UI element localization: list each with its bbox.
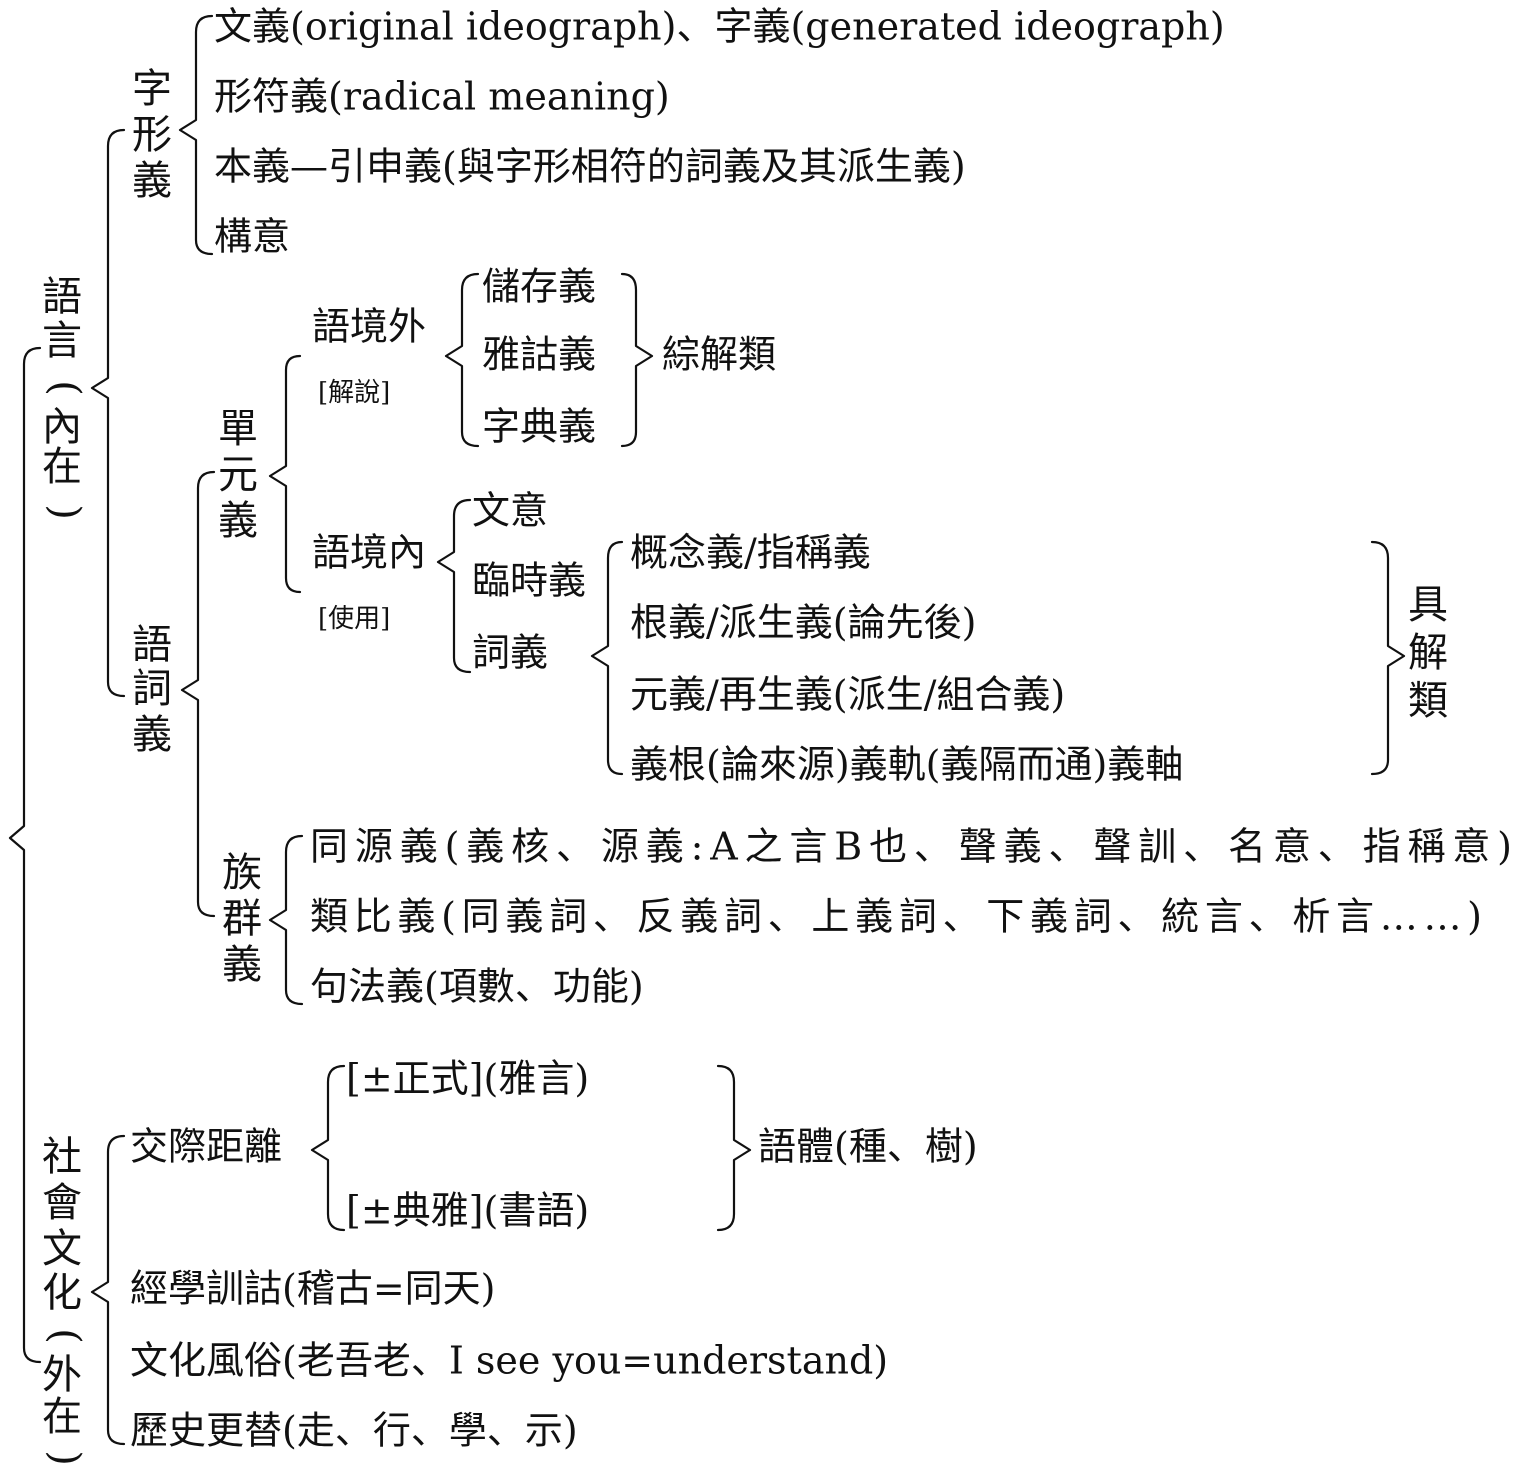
distance-right-brace [716, 1064, 752, 1232]
word-sense-summary-char: 具 [1408, 582, 1448, 628]
glyph-shape-label-char: 形 [132, 112, 172, 158]
language-label-char: 內 [42, 404, 82, 450]
out-context-item: 儲存義 [482, 265, 596, 309]
distance-item: [±正式](雅言) [346, 1057, 589, 1101]
in-context-brace [436, 498, 472, 674]
distance-summary: 語體(種、樹) [758, 1125, 978, 1169]
language-label-char: 語 [42, 274, 82, 320]
family-item: 類比義(同義詞、反義詞、上義詞、下義詞、統言、析言……) [310, 895, 1482, 939]
glyph-shape-label-char: 字 [132, 66, 172, 112]
society-label-char: 在 [42, 1394, 82, 1440]
word-meaning-label-char: 詞 [132, 666, 172, 712]
in-context-sublabel: [使用] [318, 604, 390, 634]
word-sense-item: 概念義/指稱義 [630, 531, 871, 575]
glyph-shape-item: 文義(original ideograph)、字義(generated ideo… [214, 5, 1225, 49]
out-context-summary: 綜解類 [662, 333, 776, 377]
root-brace [8, 346, 42, 1364]
language-label-char: 言 [42, 318, 82, 364]
society-label-char: ) [42, 1450, 88, 1466]
out-context-item: 雅詁義 [482, 333, 596, 377]
word-sense-summary-char: 類 [1408, 678, 1448, 724]
distance-label: 交際距離 [130, 1125, 282, 1169]
word-sense-right-brace [1370, 540, 1406, 776]
out-context-label: 語境外 [312, 305, 426, 349]
society-label-char: 社 [42, 1134, 82, 1180]
language-brace [90, 128, 126, 698]
glyph-shape-brace [178, 14, 214, 256]
family-item: 句法義(項數、功能) [310, 965, 644, 1009]
distance-left-brace [310, 1064, 346, 1232]
language-label-char: ( [42, 380, 88, 396]
society-item: 歷史更替(走、行、學、示) [130, 1409, 578, 1453]
society-label-char: 外 [42, 1352, 82, 1398]
unit-brace [268, 354, 302, 594]
language-label-char: 在 [42, 444, 82, 490]
language-label-char: ) [42, 504, 88, 520]
out-context-left-brace [444, 272, 480, 448]
word-sense-summary-char: 解 [1408, 630, 1448, 676]
glyph-shape-item: 形符義(radical meaning) [214, 75, 670, 119]
society-brace [90, 1134, 126, 1446]
family-item: 同源義(義核、源義:A之言B也、聲義、聲訓、名意、指稱意) [310, 825, 1512, 869]
family-brace [268, 834, 304, 1006]
family-label-char: 族 [222, 850, 262, 896]
out-context-right-brace [620, 272, 654, 448]
society-label-char: 會 [42, 1180, 82, 1226]
distance-item: [±典雅](書語) [346, 1189, 589, 1233]
word-sense-item: 元義/再生義(派生/組合義) [630, 673, 1065, 717]
glyph-shape-item: 構意 [214, 215, 290, 259]
unit-label-char: 義 [218, 498, 258, 544]
society-label-char: 文 [42, 1226, 82, 1272]
out-context-sublabel: [解說] [318, 378, 390, 408]
family-label-char: 群 [222, 896, 262, 942]
in-context-item: 詞義 [472, 631, 548, 675]
word-sense-item: 義根(論來源)義軌(義隔而通)義軸 [630, 743, 1183, 787]
in-context-item: 文意 [472, 489, 548, 533]
society-item: 經學訓詁(稽古=同天) [130, 1267, 496, 1311]
glyph-shape-label-char: 義 [132, 158, 172, 204]
unit-label-char: 元 [218, 452, 258, 498]
society-item: 文化風俗(老吾老、I see you=understand) [130, 1339, 888, 1383]
society-label-char: ( [42, 1328, 88, 1344]
word-meaning-brace [180, 470, 216, 918]
word-meaning-label-char: 語 [132, 622, 172, 668]
word-sense-brace [590, 540, 624, 776]
glyph-shape-item: 本義—引申義(與字形相符的詞義及其派生義) [214, 145, 966, 189]
word-sense-item: 根義/派生義(論先後) [630, 601, 976, 645]
society-label-char: 化 [42, 1270, 82, 1316]
unit-label-char: 單 [218, 406, 258, 452]
out-context-item: 字典義 [482, 405, 596, 449]
word-meaning-label-char: 義 [132, 712, 172, 758]
family-label-char: 義 [222, 942, 262, 988]
in-context-item: 臨時義 [472, 559, 586, 603]
in-context-label: 語境內 [312, 531, 426, 575]
